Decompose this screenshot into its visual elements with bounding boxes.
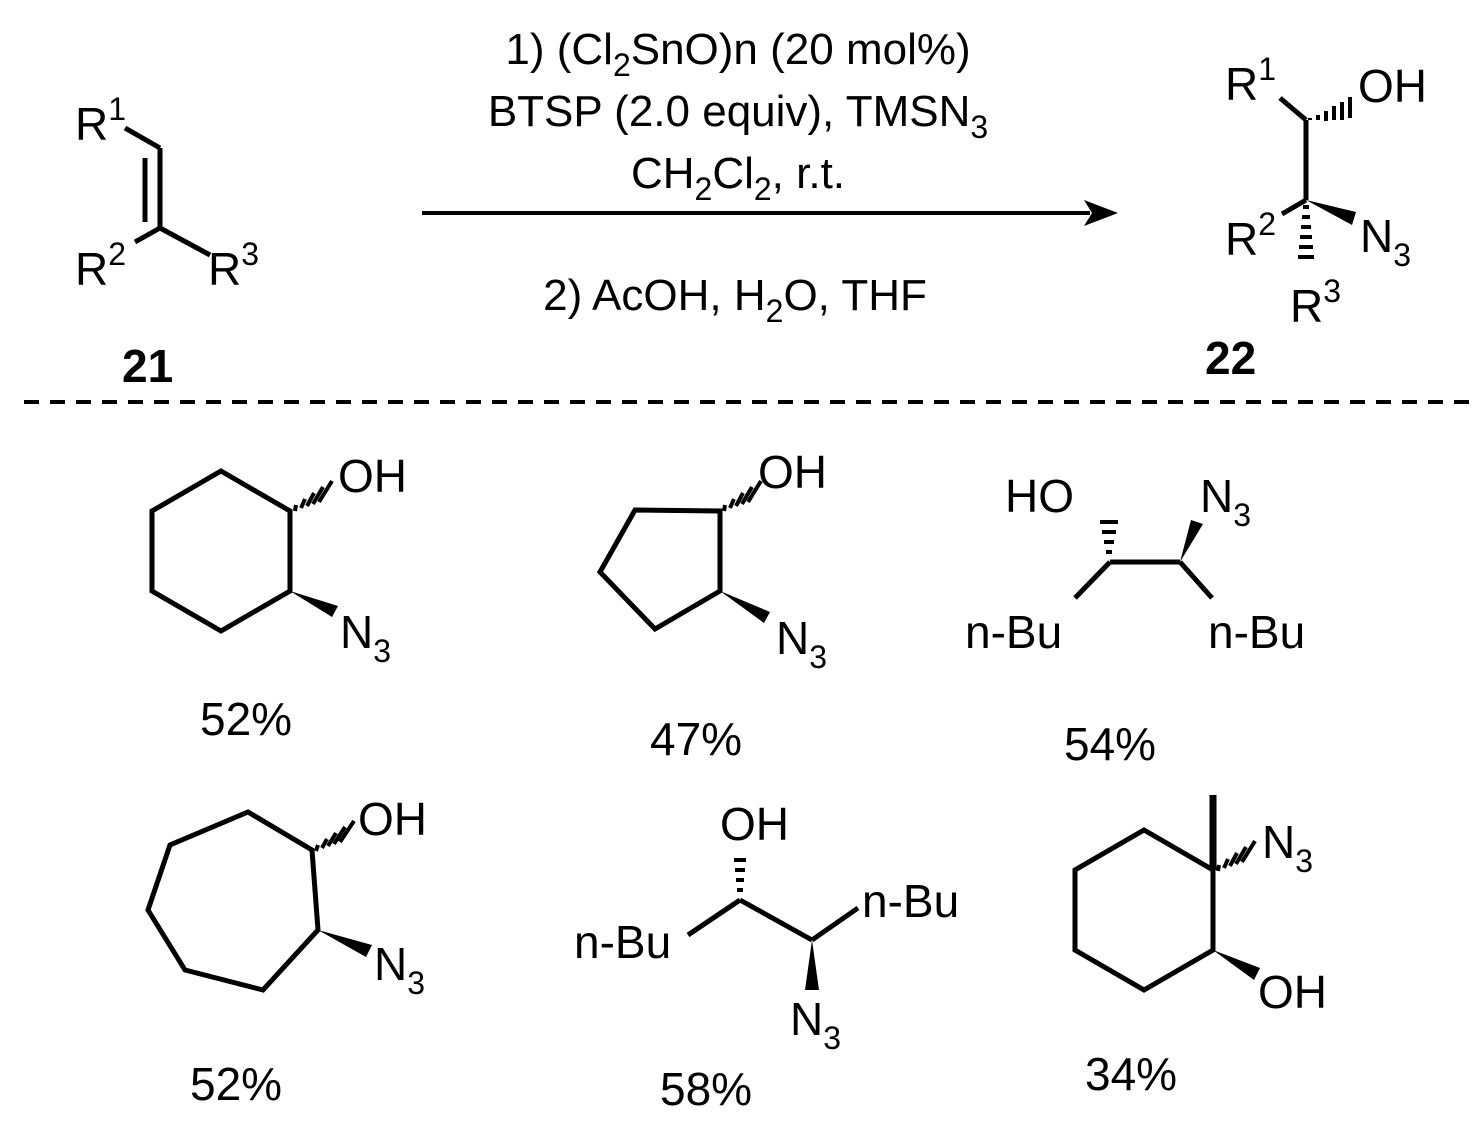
reaction-conditions: 1) (Cl2SnO)n (20 mol%) BTSP (2.0 equiv),… xyxy=(422,25,1118,329)
cyclopentane-ring xyxy=(596,507,723,633)
hydroxyl-label: HO xyxy=(1005,470,1074,522)
hydroxyl-label: OH xyxy=(720,798,789,850)
wedge-bond xyxy=(318,930,372,957)
n-butyl-label: n-Bu xyxy=(862,875,959,927)
azide-label: N3 xyxy=(340,606,391,669)
condition-line-1: 1) (Cl2SnO)n (20 mol%) xyxy=(505,25,970,83)
example-acyclic-a: HO N3 n-Bu n-Bu 54% xyxy=(965,470,1305,770)
bond xyxy=(1280,197,1308,217)
yield-label: 52% xyxy=(190,1058,282,1110)
azide-label: N3 xyxy=(790,993,841,1056)
hashed-bond xyxy=(722,479,763,512)
bond xyxy=(133,225,162,245)
wedge-bond xyxy=(805,940,819,990)
hashed-bond xyxy=(1298,205,1314,259)
yield-label: 54% xyxy=(1064,718,1156,770)
bond xyxy=(158,225,212,258)
r3-label: R3 xyxy=(208,236,259,295)
compound-label-21: 21 xyxy=(122,340,173,392)
hashed-bond xyxy=(293,479,334,512)
n-butyl-label: n-Bu xyxy=(574,916,671,968)
hashed-bond xyxy=(314,819,356,852)
bond xyxy=(1278,96,1308,122)
reactant-structure: R1 R2 R3 21 xyxy=(75,91,259,392)
example-acyclic-b: OH n-Bu n-Bu N3 58% xyxy=(574,798,959,1115)
condition-line-3: CH2Cl2, r.t. xyxy=(631,149,845,207)
bond xyxy=(686,897,742,938)
r2-label: R2 xyxy=(75,236,126,295)
n-butyl-label: n-Bu xyxy=(1208,606,1305,658)
cyclohexane-ring xyxy=(1072,827,1216,993)
hydroxyl-label: OH xyxy=(358,793,427,845)
hydroxyl-label: OH xyxy=(1358,60,1427,112)
wedge-bond xyxy=(1213,950,1260,980)
hashed-bond xyxy=(734,858,746,892)
n-butyl-label: n-Bu xyxy=(965,606,1062,658)
r1-label: R1 xyxy=(75,91,126,150)
azide-label: N3 xyxy=(1200,470,1251,533)
example-cyclohexanol: OH N3 52% xyxy=(149,450,407,745)
wedge-bond xyxy=(1306,200,1356,225)
hashed-bond xyxy=(1308,97,1352,121)
azide-label: N3 xyxy=(1262,816,1313,879)
yield-label: 47% xyxy=(650,713,742,765)
bond xyxy=(810,905,860,943)
yield-label: 58% xyxy=(660,1063,752,1115)
example-methylcyclohexanol: N3 OH 34% xyxy=(1072,795,1327,1100)
r1-label: R1 xyxy=(1225,51,1276,110)
azide-label: N3 xyxy=(374,938,425,1001)
bond xyxy=(123,125,162,151)
hydroxyl-label: OH xyxy=(758,446,827,498)
azide-label: N3 xyxy=(776,612,827,675)
wedge-bond xyxy=(1180,520,1203,562)
example-cycloheptanol: OH N3 52% xyxy=(145,793,427,1110)
compound-label-22: 22 xyxy=(1205,332,1256,384)
reaction-arrow-head xyxy=(1084,200,1118,226)
yield-label: 52% xyxy=(200,693,292,745)
condition-step-2: 2) AcOH, H2O, THF xyxy=(543,271,927,329)
wedge-bond xyxy=(290,591,338,617)
hashed-bond xyxy=(1216,839,1257,872)
cyclohexane-ring xyxy=(149,468,293,634)
condition-line-2: BTSP (2.0 equiv), TMSN3 xyxy=(488,87,988,145)
product-structure: R1 OH R2 N3 R3 22 xyxy=(1205,51,1427,384)
bond xyxy=(1073,560,1112,600)
bond xyxy=(738,897,814,943)
cycloheptane-ring xyxy=(145,809,321,993)
wedge-bond xyxy=(720,591,770,623)
hydroxyl-label: OH xyxy=(1258,966,1327,1018)
azide-label: N3 xyxy=(1360,210,1411,273)
bond xyxy=(1178,560,1214,600)
yield-label: 34% xyxy=(1085,1048,1177,1100)
example-cyclopentanol: OH N3 47% xyxy=(596,446,827,765)
r2-label: R2 xyxy=(1225,206,1276,265)
hydroxyl-label: OH xyxy=(338,450,407,502)
r3-label: R3 xyxy=(1290,273,1341,332)
hashed-bond xyxy=(1100,520,1118,554)
